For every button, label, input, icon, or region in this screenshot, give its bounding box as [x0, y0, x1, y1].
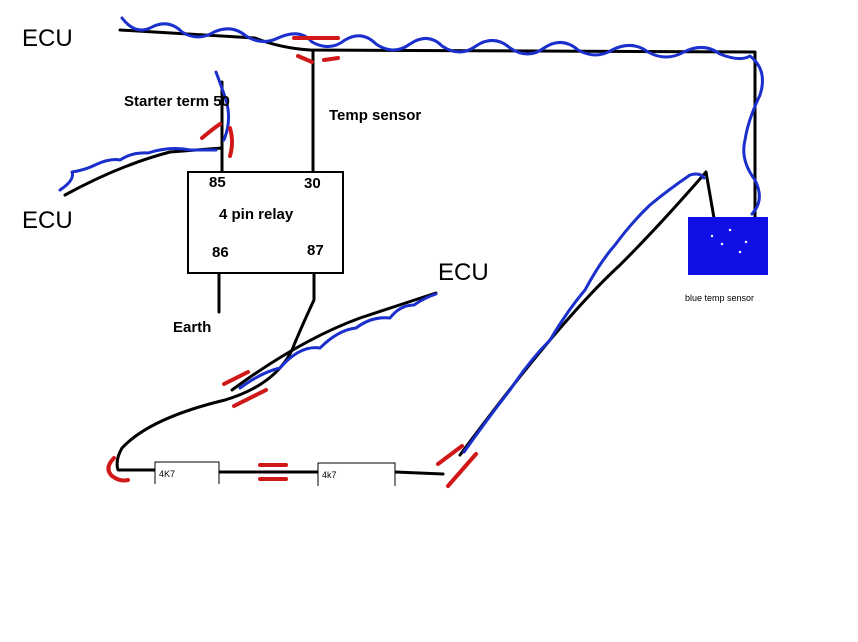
- relay-pin-85: 85: [209, 174, 226, 191]
- resistor-2: 4k7: [317, 462, 396, 486]
- splice-right-a: [436, 444, 464, 466]
- label-ecu-left: ECU: [22, 207, 73, 234]
- sensor-dot: [744, 240, 748, 244]
- resistor-2-label: 4k7: [322, 470, 337, 480]
- relay-pin-86: 86: [212, 244, 229, 261]
- label-earth: Earth: [173, 319, 211, 336]
- relay-pin-87: 87: [307, 242, 324, 259]
- blue-wire-sensor-return: [462, 172, 706, 454]
- splice-right-b: [446, 452, 478, 488]
- temp-sensor-body: [688, 217, 768, 275]
- wire-resistor-right: [393, 470, 445, 476]
- splice-middle-b: [232, 388, 268, 408]
- wire-top-main: [118, 28, 757, 224]
- label-starter: Starter term 50: [124, 93, 230, 110]
- resistor-1-label: 4K7: [159, 469, 175, 479]
- splice-starter-b: [228, 126, 234, 158]
- wire-87-to-resistor: [115, 271, 316, 472]
- splice-left-res: [106, 456, 130, 483]
- blue-wire-ecu-middle: [238, 292, 438, 390]
- relay-pin-30: 30: [304, 175, 321, 192]
- wire-ecu-left-85: [63, 146, 224, 197]
- wire-to-sensor-left: [458, 170, 716, 457]
- sensor-dot: [728, 228, 732, 232]
- splice-starter-a: [200, 122, 222, 140]
- splice-top-b: [296, 54, 340, 64]
- label-temp-sensor: Temp sensor: [329, 107, 421, 124]
- sensor-dot: [720, 242, 724, 246]
- blue-wire-ecu-left: [58, 147, 218, 192]
- relay: 85 30 4 pin relay 86 87: [187, 171, 344, 274]
- blue-wires: [58, 16, 764, 454]
- blue-wire-starter: [214, 70, 231, 142]
- sensor-caption: blue temp sensor: [685, 293, 754, 303]
- resistor-1: 4K7: [154, 461, 220, 484]
- label-ecu-middle: ECU: [438, 259, 489, 286]
- relay-title: 4 pin relay: [219, 206, 294, 223]
- blue-wire-top: [120, 16, 764, 216]
- resistor-2-outline: [317, 462, 396, 486]
- wire-ecu-middle: [230, 291, 438, 392]
- sensor-dot: [738, 250, 742, 254]
- relay-box: [187, 171, 344, 274]
- splice-marks: [106, 36, 478, 488]
- splice-middle-a: [222, 370, 250, 386]
- temp-sensor: blue temp sensor: [685, 217, 768, 303]
- resistor-1-outline: [154, 461, 220, 484]
- label-ecu-top: ECU: [22, 25, 73, 52]
- sensor-dot: [710, 234, 714, 238]
- black-wires: [63, 28, 757, 476]
